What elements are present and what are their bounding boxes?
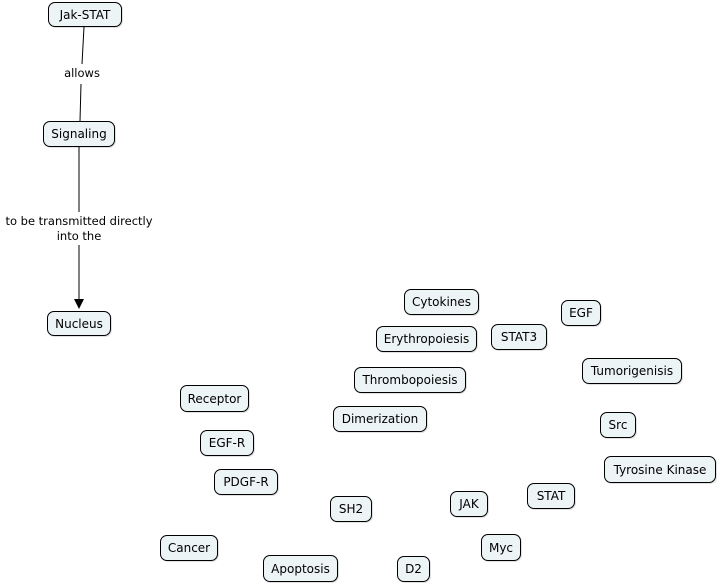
node-dimerization[interactable]: Dimerization — [333, 406, 427, 432]
link-allows-signaling — [79, 83, 82, 122]
node-cytokines[interactable]: Cytokines — [404, 289, 479, 315]
node-label: PDGF-R — [223, 475, 269, 489]
link-label-allows: allows — [56, 66, 108, 81]
node-label: D2 — [405, 562, 422, 576]
node-label: Apoptosis — [271, 561, 330, 576]
node-egf-r[interactable]: EGF-R — [200, 430, 254, 456]
node-label: Jak-STAT — [59, 7, 111, 22]
node-label: SH2 — [338, 502, 364, 516]
node-label: Erythropoiesis — [383, 332, 470, 346]
node-label: JAK — [459, 497, 479, 511]
node-tumorigenisis[interactable]: Tumorigenisis — [582, 358, 682, 384]
node-nucleus[interactable]: Nucleus — [47, 311, 111, 336]
link-label-line: into the — [56, 229, 102, 243]
node-label: EGF — [569, 306, 593, 320]
node-label: Myc — [488, 540, 514, 555]
node-label: Src — [608, 418, 628, 432]
node-pdgf-r[interactable]: PDGF-R — [214, 469, 278, 495]
node-label: Thrombopoiesis — [362, 373, 458, 387]
link-label-line: to be transmitted directly — [5, 214, 153, 228]
node-stat[interactable]: STAT — [527, 483, 575, 509]
node-label: Tumorigenisis — [590, 364, 674, 378]
node-erythropoiesis[interactable]: Erythropoiesis — [376, 326, 477, 352]
node-label: Signaling — [51, 127, 107, 141]
node-src[interactable]: Src — [600, 412, 636, 438]
node-receptor[interactable]: Receptor — [180, 385, 249, 412]
node-sh2[interactable]: SH2 — [330, 496, 372, 522]
link-jakstat-allows — [81, 26, 85, 65]
node-label: EGF-R — [208, 436, 246, 450]
node-d2[interactable]: D2 — [397, 556, 430, 582]
node-jak[interactable]: JAK — [450, 491, 488, 517]
node-apoptosis[interactable]: Apoptosis — [263, 555, 338, 582]
node-cancer[interactable]: Cancer — [160, 535, 218, 561]
node-label: STAT — [536, 489, 566, 503]
node-label: STAT3 — [500, 330, 538, 344]
node-jak-stat[interactable]: Jak-STAT — [48, 2, 122, 27]
node-label: Nucleus — [55, 316, 103, 331]
node-label: Cancer — [167, 541, 211, 555]
node-stat3[interactable]: STAT3 — [491, 324, 547, 350]
link-label-text: allows — [64, 66, 100, 80]
node-label: Dimerization — [341, 412, 419, 426]
node-thrombopoiesis[interactable]: Thrombopoiesis — [354, 367, 466, 393]
node-label: Tyrosine Kinase — [613, 462, 707, 477]
node-tyrosine-kinase[interactable]: Tyrosine Kinase — [604, 456, 716, 483]
node-label: Receptor — [187, 391, 242, 406]
link-label-transmitted: to be transmitted directly into the — [0, 214, 158, 244]
node-signaling[interactable]: Signaling — [43, 121, 115, 147]
node-label: Cytokines — [411, 295, 472, 309]
node-egf[interactable]: EGF — [561, 300, 601, 326]
node-myc[interactable]: Myc — [481, 534, 521, 561]
